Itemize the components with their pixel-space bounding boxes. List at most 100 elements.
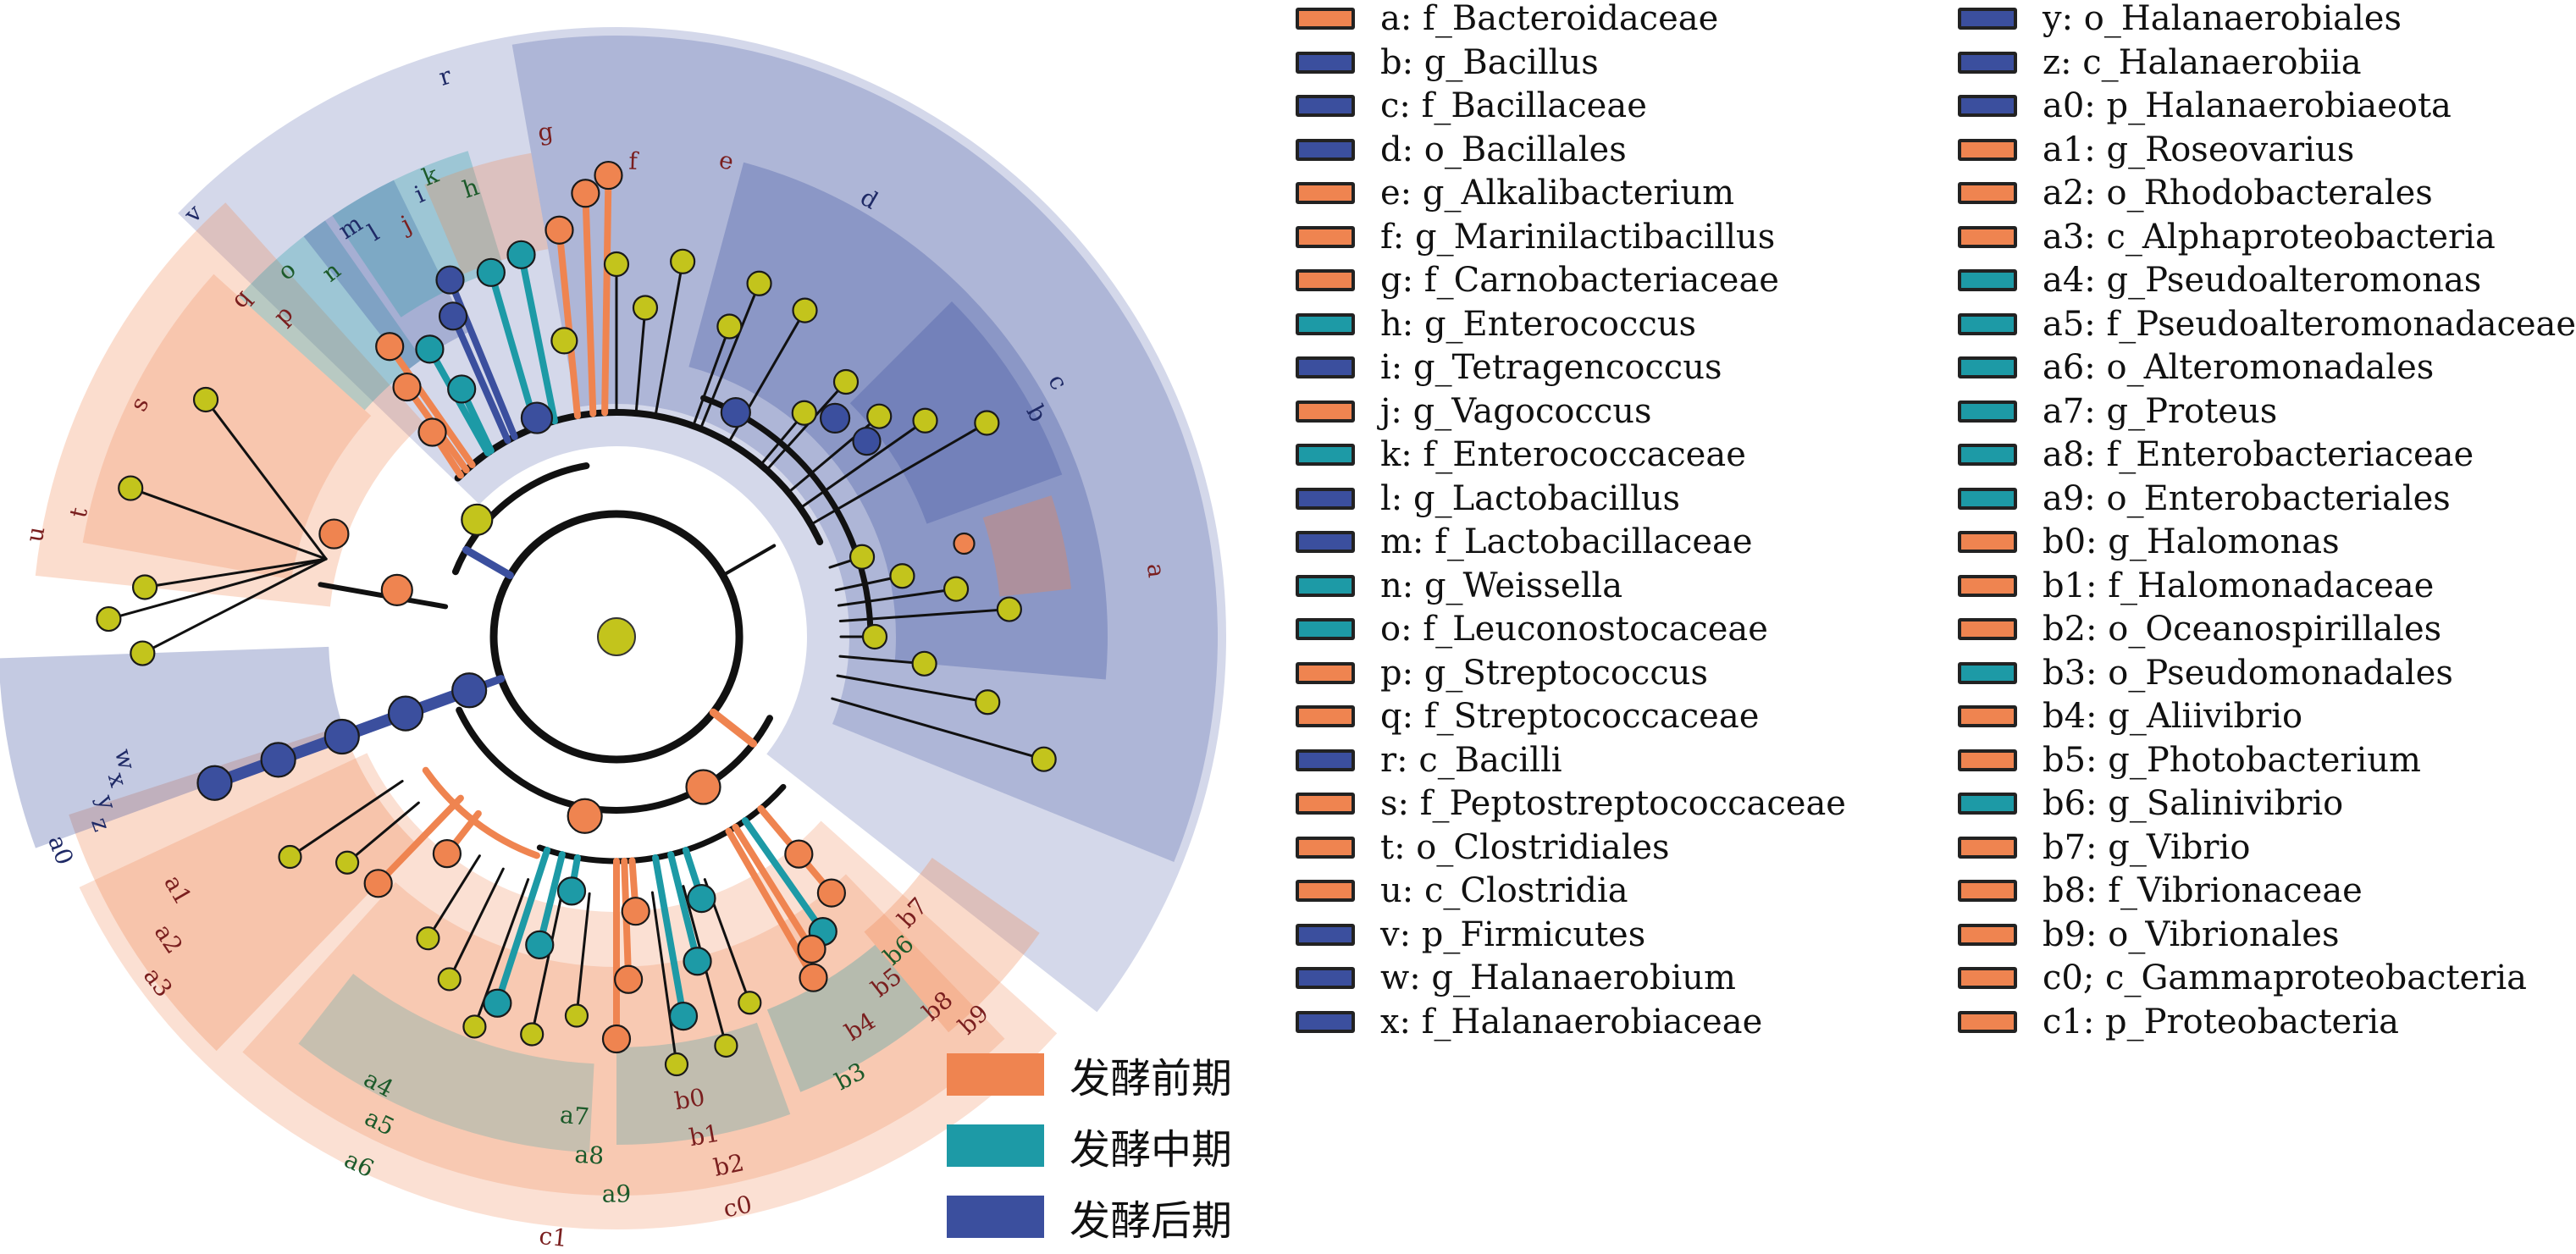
- legend-swatch: [1296, 312, 1355, 335]
- legend-label: m: f_Lactobacillaceae: [1380, 522, 1753, 561]
- legend-label: b6: g_Salinivibrio: [2043, 784, 2344, 823]
- lactobacillales-branch: [582, 190, 597, 417]
- legend-label: a7: g_Proteus: [2043, 391, 2278, 431]
- legend-swatch: [1958, 95, 2017, 117]
- legend-swatch: [1296, 400, 1355, 423]
- branch-proteobacteria: [456, 706, 774, 814]
- legend-item-e: e: g_Alkalibacterium: [1296, 174, 1734, 213]
- legend-item-b2: b2: o_Oceanospirillales: [1958, 610, 2441, 649]
- taxon-node: [375, 332, 405, 362]
- proteobacteria-branch: [732, 823, 815, 953]
- legend-swatch: [1296, 880, 1355, 902]
- taxon-node: [687, 883, 716, 914]
- leaf-node: [334, 850, 360, 875]
- legend-label: s: f_Peptostreptococcaceae: [1380, 784, 1846, 823]
- legend-item-c: c: f_Bacillaceae: [1296, 86, 1647, 125]
- legend-label: b: g_Bacillus: [1380, 42, 1599, 82]
- legend-item-u: u: c_Clostridia: [1296, 871, 1628, 910]
- legend-item-d: d: o_Bacillales: [1296, 130, 1627, 169]
- leaf-node: [866, 403, 893, 429]
- halanaerobium-node: [260, 742, 296, 778]
- legend-item-i: i: g_Tetragencoccus: [1296, 348, 1722, 387]
- proteobacteria-branch: [374, 794, 464, 887]
- legend-item-n: n: g_Weissella: [1296, 566, 1622, 605]
- taxon-node: [784, 839, 814, 869]
- taxon-node: [556, 876, 587, 906]
- legend-label: b9: o_Vibrionales: [2043, 914, 2340, 954]
- taxon-node: [483, 988, 512, 1018]
- gamma-node: [685, 769, 721, 805]
- legend-swatch: [1296, 138, 1355, 161]
- legend-swatch: [1296, 531, 1355, 553]
- clade-label-e: e: [716, 146, 737, 176]
- root-node: [597, 617, 636, 656]
- legend-swatch: [1296, 793, 1355, 815]
- legend-item-z: z: c_Halanaerobiia: [1958, 43, 2362, 82]
- taxon-node: [392, 372, 422, 402]
- leaf-node: [714, 1033, 738, 1058]
- clade-label-a8: a8: [574, 1141, 605, 1170]
- legend-item-p: p: g_Streptococcus: [1296, 653, 1709, 693]
- taxon-node: [432, 839, 462, 869]
- legend-label: b8: f_Vibrionaceae: [2043, 871, 2363, 910]
- legend-swatch: [1958, 705, 2017, 727]
- legend-item-a5: a5: f_Pseudoalteromonadaceae: [1958, 305, 2576, 344]
- leaf-branch: [654, 260, 684, 417]
- lactobacillales-branch: [487, 268, 540, 431]
- taxon-node: [363, 869, 393, 898]
- legend-label: q: f_Streptococcaceae: [1380, 697, 1760, 736]
- legend-item-a2: a2: o_Rhodobacterales: [1958, 174, 2433, 213]
- legend-swatch: [1958, 225, 2017, 248]
- legend-label: b5: g_Photobacterium: [2043, 740, 2421, 780]
- legend-swatch: [1296, 923, 1355, 946]
- leaf-node: [912, 407, 938, 434]
- legend-label: x: f_Halanaerobiaceae: [1380, 1002, 1763, 1041]
- leaf-branch: [288, 780, 404, 859]
- bacillus-node: [819, 402, 851, 434]
- leaf-node: [118, 475, 144, 501]
- leaf-node: [911, 650, 937, 677]
- legend-label: l: g_Lactobacillus: [1380, 478, 1681, 518]
- legend-swatch: [1296, 967, 1355, 989]
- legend-item-b9: b9: o_Vibrionales: [1958, 914, 2340, 954]
- legend-item-q: q: f_Streptococcaceae: [1296, 697, 1760, 736]
- legend-label: j: g_Vagococcus: [1380, 391, 1652, 431]
- legend-swatch: [1296, 705, 1355, 727]
- legend-label: c: f_Bacillaceae: [1380, 86, 1647, 125]
- r-node: [520, 401, 554, 434]
- leaf-node: [1031, 746, 1057, 772]
- taxon-node: [476, 257, 506, 287]
- legend-swatch: [1958, 312, 2017, 335]
- legend-label: a0: p_Halanaerobiaeota: [2043, 86, 2452, 125]
- legend-item-b6: b6: g_Salinivibrio: [1958, 784, 2344, 823]
- taxon-node: [683, 947, 712, 976]
- leaf-node: [861, 623, 888, 650]
- clade-label-a: a: [1142, 561, 1171, 579]
- legend-swatch: [1296, 1010, 1355, 1033]
- leaf-branch: [838, 608, 1011, 623]
- leaf-branch: [699, 282, 761, 430]
- legend-swatch: [1958, 618, 2017, 640]
- legend-swatch: [1296, 51, 1355, 74]
- clade-label-b1: b1: [687, 1119, 721, 1152]
- legend-label: p: g_Streptococcus: [1380, 653, 1709, 693]
- legend-item-s: s: f_Peptostreptococcaceae: [1296, 784, 1846, 823]
- legend-swatch: [1296, 95, 1355, 117]
- clade-label-b0: b0: [672, 1083, 706, 1115]
- legend-label: h: g_Enterococcus: [1380, 304, 1697, 344]
- leaf-node: [716, 313, 743, 340]
- legend-label: o: f_Leuconostocaceae: [1380, 610, 1768, 649]
- legend-label: g: f_Carnobacteriaceae: [1380, 261, 1779, 300]
- clade-label-a9: a9: [602, 1180, 632, 1208]
- legend-swatch: [1958, 400, 2017, 423]
- legend-label: a9: o_Enterobacteriales: [2043, 478, 2451, 518]
- sector-b9: [864, 857, 1040, 1033]
- taxon-node: [415, 334, 445, 364]
- legend-label: a: f_Bacteroidaceae: [1380, 0, 1719, 38]
- sector-u: [35, 202, 424, 607]
- legend-label: a6: o_Alteromonadales: [2043, 348, 2435, 387]
- halanaerobium-node: [451, 672, 488, 709]
- legend-label: b0: g_Halomonas: [2043, 522, 2340, 561]
- leaf-node: [278, 844, 302, 870]
- legend-item-b4: b4: g_Aliivibrio: [1958, 697, 2302, 736]
